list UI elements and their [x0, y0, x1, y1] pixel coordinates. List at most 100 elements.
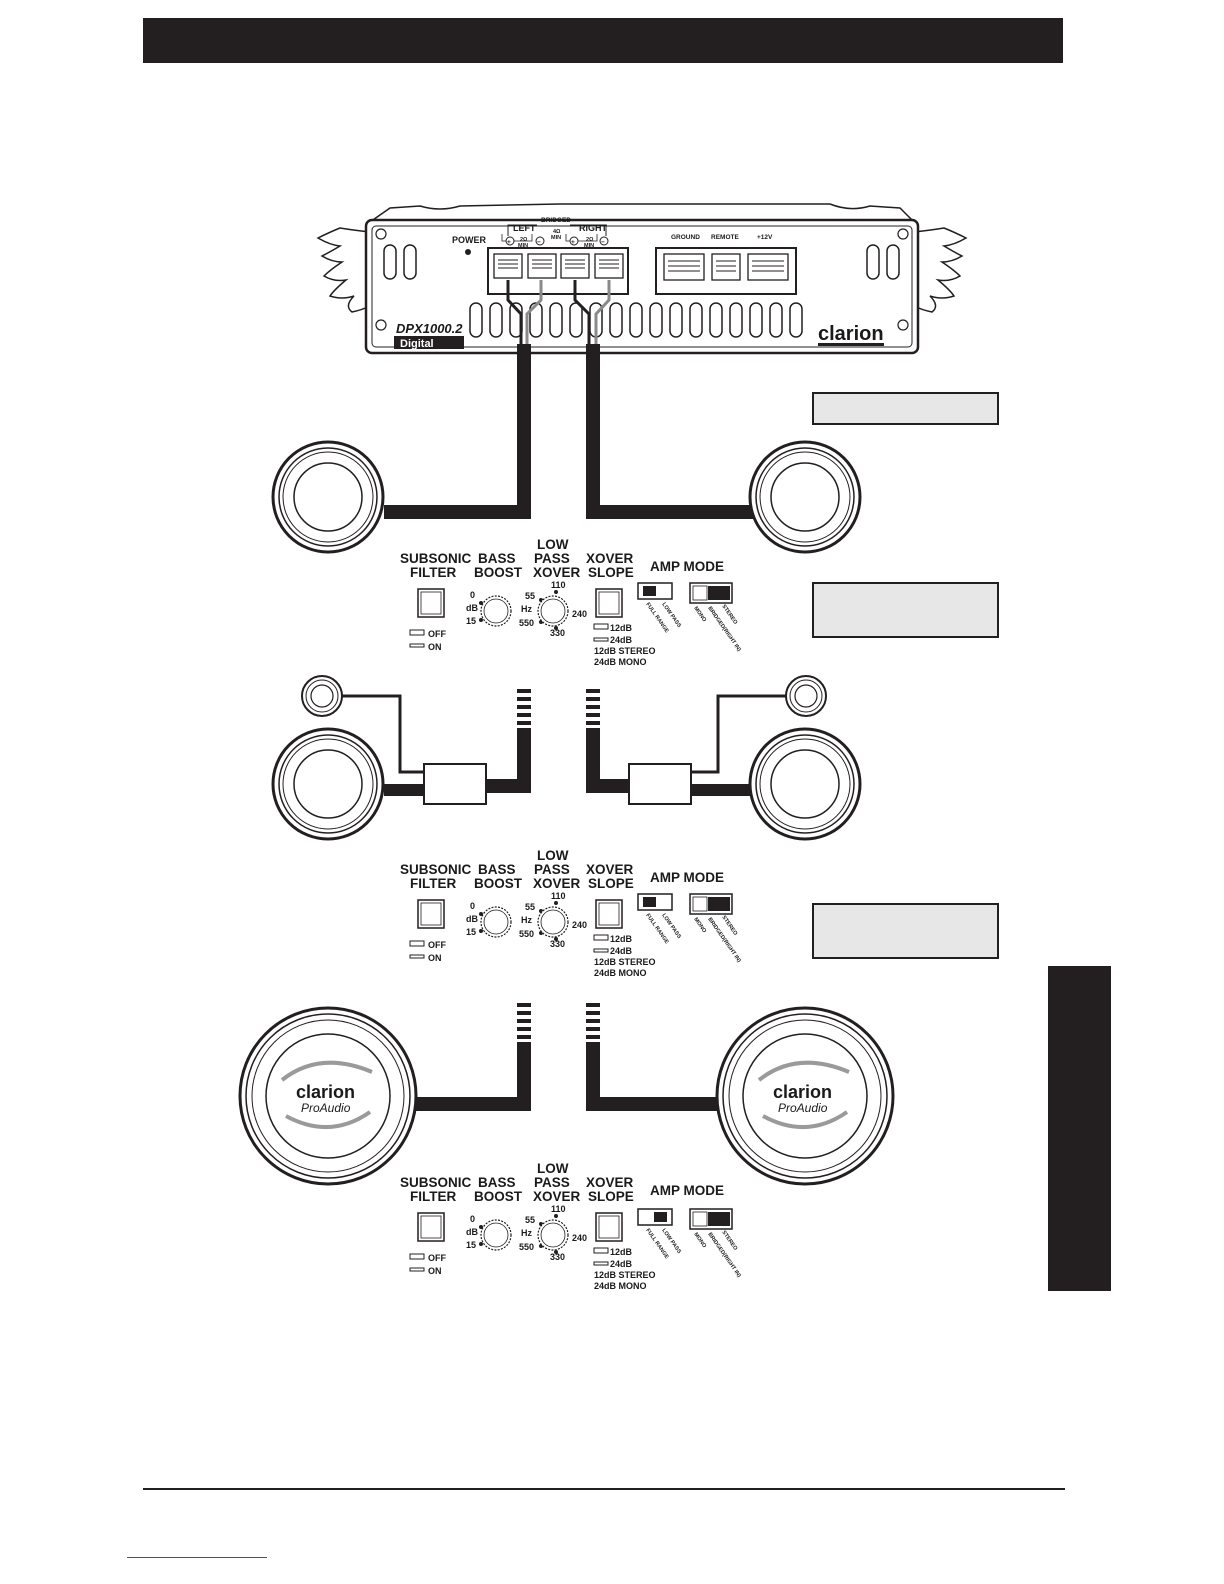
low-pass-knob[interactable] [537, 595, 569, 627]
lp-330-label: 330 [550, 939, 565, 949]
right-tweeter [785, 675, 827, 717]
bass-15-label: 15 [466, 927, 476, 937]
left-min: MIN [518, 243, 528, 249]
off-label: OFF [428, 629, 446, 639]
left-sub-sublogo: ProAudio [301, 1101, 351, 1115]
lp-110-label: 110 [551, 891, 566, 901]
bridged-ohm: 4Ω [553, 229, 561, 235]
section-full-range [271, 280, 862, 554]
left-ohm: 2Ω [520, 237, 528, 243]
xover-slope-label-2: SLOPE [588, 876, 634, 891]
stereo-note: 12dB STEREO [594, 646, 656, 656]
footer-link-underline[interactable] [127, 1557, 267, 1558]
on-label: ON [428, 642, 442, 652]
bass-boost-knob[interactable] [480, 906, 512, 938]
subsonic-button[interactable] [417, 1212, 445, 1242]
left-subwoofer: clarion ProAudio [238, 1006, 418, 1186]
subsonic-label-2: FILTER [410, 876, 456, 891]
lp-55-label: 55 [525, 902, 535, 912]
bridged-right-in-label: BRIDGED(RIGHT IN) [706, 1232, 742, 1279]
low-pass-knob[interactable] [537, 1219, 569, 1251]
mono-note: 24dB MONO [594, 968, 647, 978]
right-sub-sublogo: ProAudio [778, 1101, 828, 1115]
subsonic-label-1: SUBSONIC [400, 1175, 472, 1190]
subsonic-label-1: SUBSONIC [400, 862, 472, 877]
low-pass-knob[interactable] [537, 906, 569, 938]
pol-1: + [507, 239, 511, 246]
lp-hz-unit: Hz [521, 915, 532, 925]
left-fin [316, 227, 371, 313]
plus12v-label: +12V [757, 234, 773, 241]
slope-24-label: 24dB [610, 1259, 633, 1269]
lp-label-3: XOVER [533, 876, 581, 891]
lp-label-3: XOVER [533, 1189, 581, 1204]
xover-slope-label-1: XOVER [586, 551, 634, 566]
ground-label: GROUND [671, 234, 700, 241]
lp-240-label: 240 [572, 1233, 587, 1243]
stereo-note: 12dB STEREO [594, 957, 656, 967]
right-sub-logo: clarion [773, 1082, 832, 1102]
mono-label: MONO [692, 606, 707, 624]
on-label: ON [428, 953, 442, 963]
slope-12-label: 12dB [610, 1247, 633, 1257]
footer-rule [143, 1488, 1065, 1490]
bass-db-unit: dB [466, 914, 478, 924]
subsonic-button[interactable] [417, 899, 445, 929]
pol-4: − [601, 239, 605, 246]
xover-slope-button[interactable] [595, 588, 623, 618]
bridged-right-in-label: BRIDGED(RIGHT IN) [706, 606, 742, 653]
bass-15-label: 15 [466, 616, 476, 626]
right-fin [913, 227, 968, 313]
xover-slope-label-2: SLOPE [588, 1189, 634, 1204]
lp-240-label: 240 [572, 609, 587, 619]
subsonic-label-2: FILTER [410, 1189, 456, 1204]
bass-15-label: 15 [466, 1240, 476, 1250]
lp-240-label: 240 [572, 920, 587, 930]
slope-12-label: 12dB [610, 934, 633, 944]
control-panel-1: SUBSONIC FILTER BASS BOOST LOW PASS XOVE… [400, 537, 742, 667]
left-sub-logo: clarion [296, 1082, 355, 1102]
right-woofer [748, 727, 862, 841]
left-crossover [423, 763, 487, 805]
left-speaker [271, 440, 385, 554]
left-woofer [271, 727, 385, 841]
label-box-3 [812, 903, 999, 959]
digital-label: Digital [400, 338, 434, 350]
lp-label-3: XOVER [533, 565, 581, 580]
lp-550-label: 550 [519, 1242, 534, 1252]
mono-label: MONO [692, 917, 707, 935]
lp-hz-unit: Hz [521, 1228, 532, 1238]
bass-label-1: BASS [478, 1175, 516, 1190]
left-tweeter [301, 675, 343, 717]
lp-550-label: 550 [519, 618, 534, 628]
top-fin [367, 203, 916, 223]
xover-slope-button[interactable] [595, 1212, 623, 1242]
lp-550-label: 550 [519, 929, 534, 939]
slope-24-label: 24dB [610, 635, 633, 645]
slope-24-label: 24dB [610, 946, 633, 956]
lp-hz-unit: Hz [521, 604, 532, 614]
bass-boost-knob[interactable] [480, 595, 512, 627]
lp-110-label: 110 [551, 580, 566, 590]
stereo-note: 12dB STEREO [594, 1270, 656, 1280]
subsonic-button[interactable] [417, 588, 445, 618]
xover-slope-label-2: SLOPE [588, 565, 634, 580]
bass-db-unit: dB [466, 603, 478, 613]
mono-note: 24dB MONO [594, 1281, 647, 1291]
xover-slope-button[interactable] [595, 899, 623, 929]
bass-0-label: 0 [470, 901, 475, 911]
xover-slope-label-1: XOVER [586, 1175, 634, 1190]
right-label: RIGHT [579, 223, 608, 233]
remote-label: REMOTE [711, 234, 739, 241]
lp-label-2: PASS [534, 862, 570, 877]
power-led [465, 249, 471, 255]
lp-label-2: PASS [534, 1175, 570, 1190]
amplifier: POWER BRIDGED LEFT RIGHT 2Ω MIN 4Ω MIN 2… [316, 203, 968, 355]
bass-label-1: BASS [478, 551, 516, 566]
lp-label-1: LOW [537, 848, 569, 863]
model-label: DPX1000.2 [396, 321, 463, 336]
control-panel-2: SUBSONIC FILTER BASS BOOST LOW PASS XOVE… [400, 848, 742, 978]
bass-boost-knob[interactable] [480, 1219, 512, 1251]
bass-label-1: BASS [478, 862, 516, 877]
label-box-2 [812, 582, 999, 638]
